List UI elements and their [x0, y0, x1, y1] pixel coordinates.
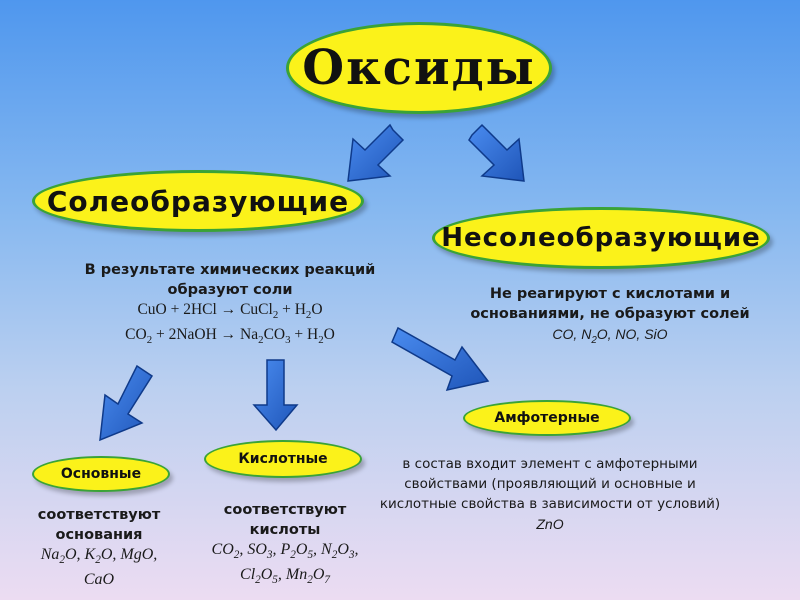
acidic-desc-line1: соответствуют [223, 502, 347, 518]
acidic-desc-line2: кислоты [249, 522, 321, 538]
amphoteric-desc-line1: в состав входит элемент с амфотерными [402, 456, 698, 472]
basic-desc-line1: соответствуют [37, 507, 161, 523]
amphoteric-description: в состав входит элемент с амфотерными св… [360, 454, 740, 534]
basic-examples-line1: Na2O, K2O, MgO, [40, 546, 158, 567]
arrow-to-amphoteric [391, 326, 490, 392]
amphoteric-oval: Амфотерные [463, 400, 631, 436]
basic-oval: Основные [32, 456, 170, 492]
non-salt-forming-oval: Несолеобразующие [432, 207, 770, 269]
arrow-to-acidic [252, 359, 299, 432]
non-salt-forming-description: Не реагируют с кислотами и основаниями, … [440, 284, 780, 351]
salt-forming-label: Солеобразующие [46, 184, 350, 218]
basic-examples-line2: CaO [83, 571, 115, 589]
non-salt-desc-line1: Не реагируют с кислотами и [489, 286, 731, 302]
acidic-label: Кислотные [238, 451, 328, 467]
non-salt-examples: CO, N2O, NO, SiO [552, 326, 668, 346]
basic-label: Основные [60, 466, 142, 482]
salt-forming-description: В результате химических реакций образуют… [60, 260, 400, 350]
amphoteric-desc-line2: свойствами (проявляющий и основные и [404, 476, 696, 492]
amphoteric-example: ZnO [536, 516, 564, 532]
basic-description: соответствуют основания Na2O, K2O, MgO, … [10, 505, 188, 590]
amphoteric-label: Амфотерные [494, 410, 600, 426]
arrow-to-non-salt-forming [468, 123, 525, 182]
non-salt-desc-line2: основаниями, не образуют солей [470, 306, 750, 322]
amphoteric-desc-line3: кислотные свойства в зависимости от усло… [379, 496, 721, 512]
equation-2: CO2 + 2NaOH → Na2CO3 + H2O [125, 326, 335, 347]
acidic-examples-line2: Cl2O5, Mn2O7 [240, 566, 330, 587]
basic-desc-line2: основания [55, 527, 143, 543]
acidic-description: соответствуют кислоты CO2, SO3, P2O5, N2… [180, 500, 390, 590]
salt-forming-oval: Солеобразующие [32, 170, 364, 232]
arrow-to-basic [99, 364, 154, 442]
acidic-oval: Кислотные [204, 440, 362, 478]
title-text: Оксиды [302, 40, 536, 96]
salt-forming-desc-line2: образуют соли [167, 282, 293, 298]
salt-forming-desc-line1: В результате химических реакций [84, 262, 376, 278]
arrow-to-salt-forming [347, 123, 405, 182]
equation-1: CuO + 2HCl → CuCl2 + H2O [137, 301, 323, 322]
title-oval: Оксиды [286, 22, 552, 114]
acidic-examples-line1: CO2, SO3, P2O5, N2O3, [211, 541, 359, 562]
non-salt-forming-label: Несолеобразующие [441, 223, 761, 253]
